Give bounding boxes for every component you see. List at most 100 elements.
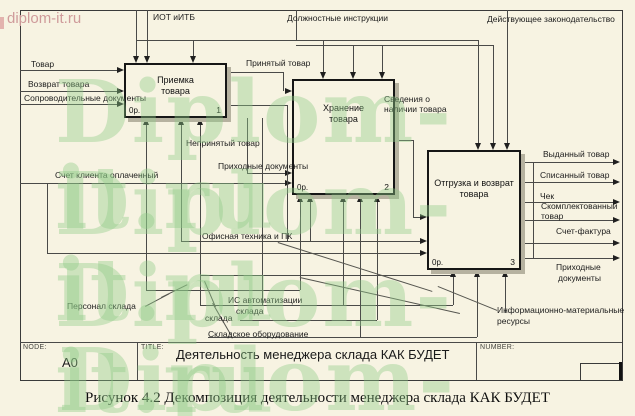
connector-line [360, 195, 361, 337]
connector-line [262, 118, 263, 305]
flow-label-svedeniya: Сведения о наличии товара [384, 94, 447, 114]
footer-node-value: A0 [62, 355, 78, 370]
arrowhead-right [117, 67, 124, 73]
connector-line [533, 162, 534, 258]
footer-divider [20, 342, 622, 343]
connector-line [240, 320, 377, 321]
connector-line [300, 195, 301, 290]
connector-line [296, 10, 297, 40]
footer-node-label: NODE: [23, 344, 47, 351]
connector-line [200, 275, 453, 276]
connector-line [181, 118, 182, 241]
activity-box-otgruzka: Отгрузка и возврат товара 0р. 3 [427, 150, 521, 270]
box-number: 1 [216, 105, 221, 115]
arrowhead-up [178, 118, 184, 125]
connector-line [247, 173, 285, 174]
connector-line [377, 195, 378, 320]
flow-label-prihod-mid: Приходные документы [218, 161, 309, 171]
arrowhead-up [474, 270, 480, 277]
figure-caption: Рисунок 4.2 Декомпозиция деятельности ме… [85, 390, 550, 406]
arrowhead-right [613, 255, 620, 261]
arrowhead-right [613, 159, 620, 165]
arrowhead-right [613, 217, 620, 223]
connector-line [136, 40, 478, 41]
control-label-iot: ИОТ иИТБ [153, 12, 195, 22]
footer-number-label: NUMBER: [480, 344, 515, 351]
footer-title-label: TITLE: [141, 344, 164, 351]
connector-line [505, 270, 506, 313]
arrowhead-right [420, 214, 427, 220]
box-title: Отгрузка и возврат товара [434, 178, 514, 200]
connector-line [323, 40, 324, 72]
input-label-schet: Счет клиента оплаченный [55, 170, 159, 180]
connector-line [413, 140, 414, 217]
arrowhead-right [613, 179, 620, 185]
connector-line [193, 40, 194, 56]
box-title: Приемка товара [157, 75, 194, 97]
box-number: 3 [510, 257, 515, 267]
connector-line [20, 70, 117, 71]
arrowhead-right [420, 238, 427, 244]
arrowhead-right [613, 199, 620, 205]
arrowhead-down [490, 143, 496, 150]
arrowhead-down [133, 56, 139, 63]
arrowhead-up [143, 118, 149, 125]
arrowhead-down [190, 56, 196, 63]
footer-divider [137, 342, 138, 380]
connector-line [521, 182, 613, 183]
mechanism-label-inform1: Информационно-материальные [497, 305, 625, 315]
connector-line [20, 104, 117, 105]
input-label-vozvrat: Возврат товара [28, 79, 90, 89]
mechanism-label-is2: склада [236, 306, 264, 316]
flow-label-ofis: Офисная техника и ПК [202, 231, 293, 241]
input-label-soprovod: Сопроводительные документы [24, 93, 147, 103]
arrowhead-right [117, 88, 124, 94]
arrowhead-up [197, 118, 203, 125]
connector-line [47, 183, 48, 253]
arrowhead-down [350, 72, 356, 79]
box-title: Хранение товара [323, 103, 364, 125]
flow-label-neprinyat: Непринятый товар [186, 138, 260, 148]
site-logo: diplom-it.ru [7, 10, 82, 27]
output-label-prihod2: документы [558, 273, 601, 283]
arrowhead-up [307, 195, 313, 202]
connector-line [521, 220, 613, 221]
arrowhead-right [420, 250, 427, 256]
arrowhead-right [285, 180, 292, 186]
arrowhead-down [504, 143, 510, 150]
connector-line [200, 118, 201, 305]
connector-line [521, 162, 613, 163]
arrowhead-right [613, 240, 620, 246]
output-label-vydan: Выданный товар [543, 149, 610, 159]
connector-line [477, 270, 478, 337]
arrowhead-right [117, 101, 124, 107]
arrowhead-up [297, 195, 303, 202]
connector-line [20, 91, 117, 92]
input-label-tovar: Товар [31, 59, 55, 69]
connector-line [146, 118, 147, 290]
arrowhead-up [340, 195, 346, 202]
arrowhead-down [379, 72, 385, 79]
arrowhead-right [285, 88, 292, 94]
output-label-prihod1: Приходные [556, 262, 601, 272]
connector-line [283, 72, 284, 91]
connector-line [136, 10, 137, 56]
connector-line [453, 270, 454, 305]
arrowhead-up [357, 195, 363, 202]
arrowhead-up [450, 270, 456, 277]
connector-line [200, 305, 453, 306]
connector-line [493, 45, 494, 143]
connector-line [507, 10, 508, 143]
activity-box-hranenie: Хранение товара 0р. 2 [292, 79, 395, 195]
arrowhead-up [374, 195, 380, 202]
arrowhead-up [502, 270, 508, 277]
connector-line [310, 195, 311, 241]
connector-line [353, 45, 354, 72]
mechanism-label-sklada: склада [205, 313, 233, 323]
box-tag: 0р. [297, 183, 309, 192]
mechanism-label-personal: Персонал склада [67, 301, 136, 311]
box-number: 2 [384, 182, 389, 192]
control-label-instructions: Должностные инструкции [287, 13, 389, 23]
footer-title-value: Деятельность менеджера склада КАК БУДЕТ [176, 347, 450, 362]
